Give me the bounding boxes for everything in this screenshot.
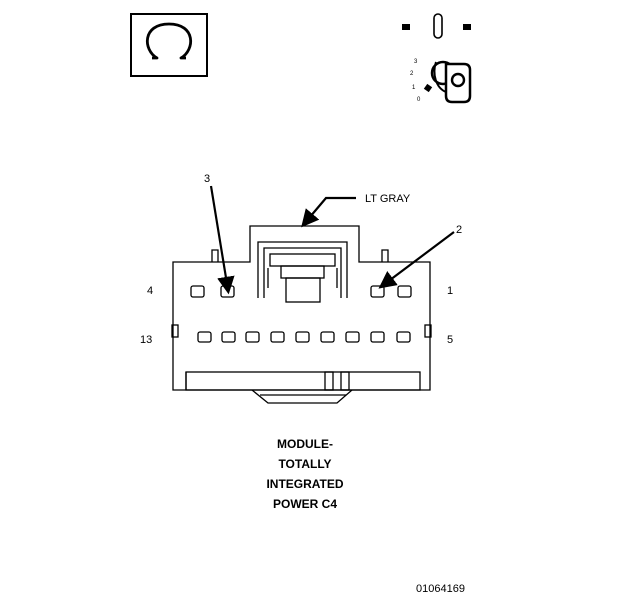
connector-caption: MODULE- TOTALLY INTEGRATED POWER C4 xyxy=(266,437,343,511)
pin-5-label: 5 xyxy=(447,334,453,346)
connector-body xyxy=(171,225,432,404)
figure-id: 01064169 xyxy=(416,583,465,595)
ignition-position-1: 1 xyxy=(412,85,416,91)
pin-13-label: 13 xyxy=(140,334,152,346)
cavity-2 xyxy=(370,285,385,298)
cavity-row-bottom xyxy=(197,331,411,343)
pin-4-label: 4 xyxy=(147,285,153,297)
ignition-position-0: 0 xyxy=(417,97,421,103)
cavity-1 xyxy=(397,285,412,298)
callout-2-arrow xyxy=(378,231,455,289)
caption-line-1: MODULE- xyxy=(277,437,333,451)
callout-2-label: 2 xyxy=(456,224,462,236)
cavity-4 xyxy=(190,285,205,298)
callout-arrows xyxy=(209,185,455,295)
lt-gray-arrow xyxy=(301,196,356,228)
ignition-position-3: 3 xyxy=(414,59,418,65)
pin-1-label: 1 xyxy=(447,285,453,297)
ohm-symbol-icon xyxy=(130,13,208,77)
callout-3-arrow xyxy=(209,185,235,295)
caption-line-2: TOTALLY xyxy=(278,457,331,471)
ignition-key-switch-icon: 3 2 1 0 xyxy=(402,13,472,104)
caption-line-3: INTEGRATED xyxy=(266,477,343,491)
connector-color-label: LT GRAY xyxy=(365,193,411,205)
callout-3-label: 3 xyxy=(204,173,210,185)
ignition-position-2: 2 xyxy=(410,71,414,77)
caption-line-4: POWER C4 xyxy=(273,497,337,511)
